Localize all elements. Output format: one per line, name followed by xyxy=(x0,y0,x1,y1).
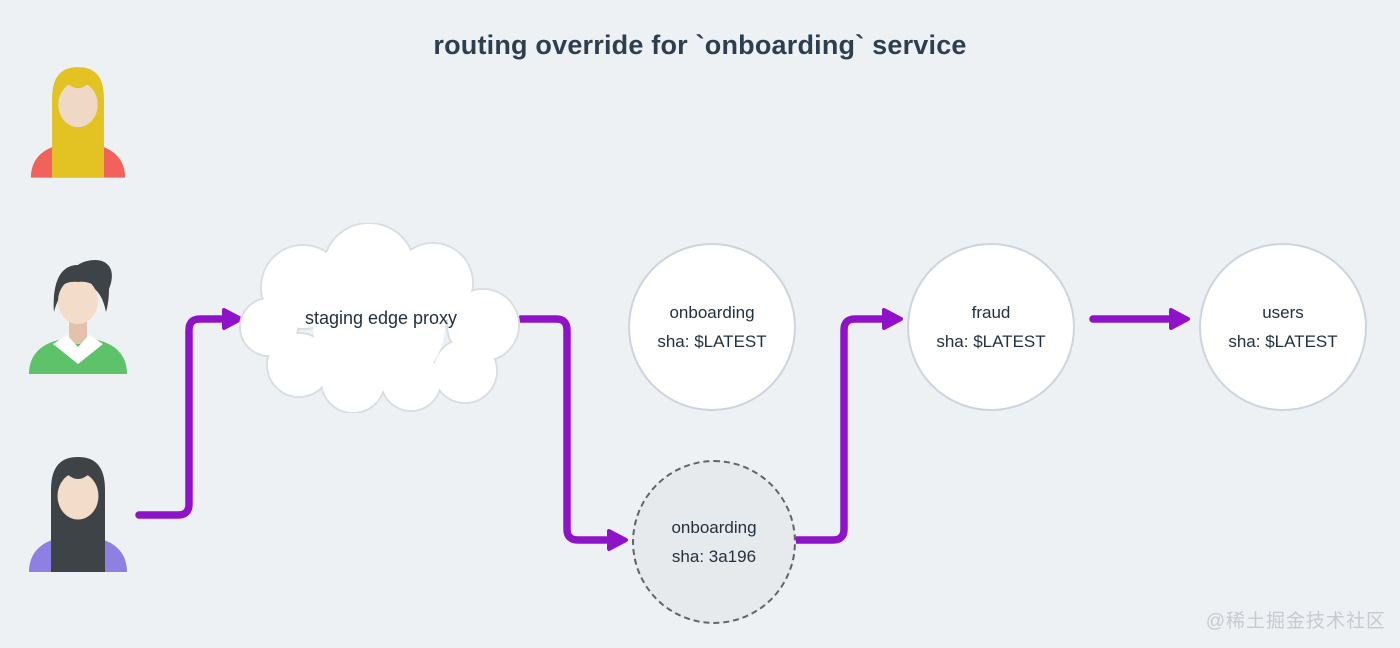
node-onboarding-latest: onboarding sha: $LATEST xyxy=(628,243,796,411)
arrowhead-override xyxy=(607,529,628,551)
node-service-name: fraud xyxy=(971,302,1011,322)
user-avatar-man-icon xyxy=(26,251,130,375)
avatar-blonde-woman-svg xyxy=(30,67,126,178)
node-sha: sha: $LATEST xyxy=(1228,331,1338,351)
arrow-user-to-proxy xyxy=(135,315,225,519)
node-sha: sha: 3a196 xyxy=(671,546,757,566)
node-service-name: onboarding xyxy=(669,302,755,322)
user-avatar-dark-haired-woman-icon xyxy=(26,447,130,575)
diagram-title: routing override for `onboarding` servic… xyxy=(433,30,967,60)
staging-edge-proxy-cloud: staging edge proxy xyxy=(239,223,523,413)
arrowhead-users xyxy=(1169,308,1190,330)
avatar-man-svg xyxy=(29,260,127,374)
node-service-name: onboarding xyxy=(671,517,757,537)
node-sha: sha: $LATEST xyxy=(657,331,767,351)
arrow-proxy-to-override xyxy=(517,315,610,544)
staging-edge-proxy-label: staging edge proxy xyxy=(304,307,458,328)
node-onboarding-override: onboarding sha: 3a196 xyxy=(632,460,796,624)
node-fraud-latest: fraud sha: $LATEST xyxy=(907,243,1075,411)
cloud-shape xyxy=(239,223,520,413)
arrowhead-fraud xyxy=(882,308,903,330)
avatar-dark-haired-woman-svg xyxy=(29,457,127,572)
node-service-name: users xyxy=(1262,302,1304,322)
watermark: @稀土掘金技术社区 xyxy=(1205,611,1386,632)
user-avatar-blonde-woman-icon xyxy=(28,60,128,178)
node-users-latest: users sha: $LATEST xyxy=(1199,243,1367,411)
arrow-override-to-fraud xyxy=(793,315,885,544)
node-sha: sha: $LATEST xyxy=(936,331,1046,351)
